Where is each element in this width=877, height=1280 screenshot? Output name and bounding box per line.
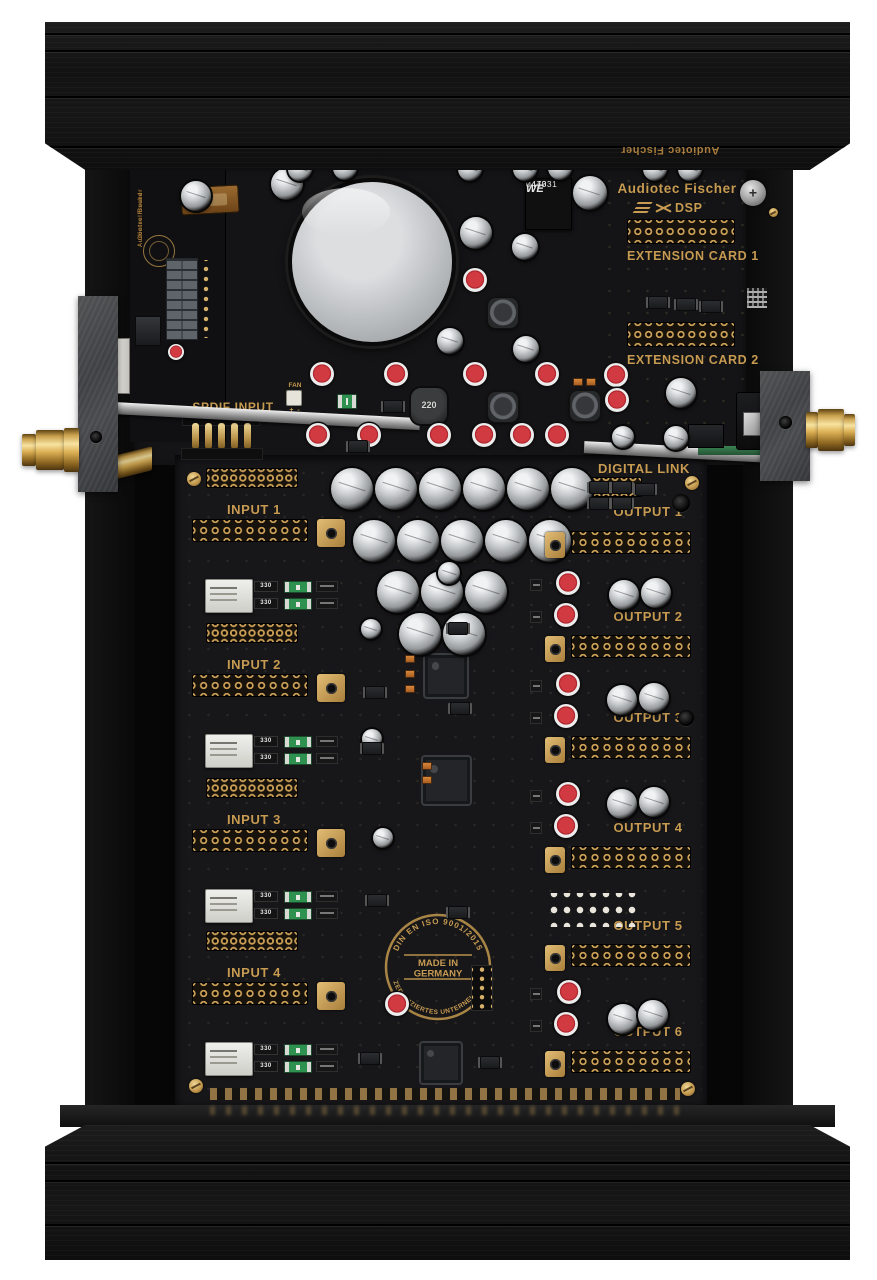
- rca-jack-left-tip: [22, 434, 36, 466]
- heatsink-groove: [45, 96, 850, 98]
- inductor-220-label: 220: [421, 400, 437, 410]
- left-rca-bracket: [78, 296, 118, 492]
- output-6-label: OUTPUT 6: [613, 1024, 683, 1039]
- connector-pin: [192, 423, 199, 449]
- io-board-edge-pads: [210, 1088, 680, 1100]
- fan-label: FAN: [288, 382, 302, 389]
- bottom-heatsink: [45, 1125, 850, 1260]
- output-2-label: OUTPUT 2: [613, 609, 683, 624]
- mini-made-in-germany-stamp: [143, 235, 175, 267]
- mini-stamp-inner: [149, 241, 169, 261]
- fan-connector: [286, 390, 302, 406]
- board-reflection: [210, 1106, 680, 1115]
- output-3-label: OUTPUT 3: [613, 710, 683, 725]
- rca-jack-right-base: [806, 412, 818, 448]
- top-heatsink: [45, 22, 850, 170]
- heatsink-groove: [45, 33, 850, 35]
- we-logo: WE: [526, 183, 544, 195]
- white-wire-connector: [116, 338, 130, 394]
- control-board-name-label: Control Board: [138, 191, 144, 241]
- connector-pin: [231, 423, 238, 449]
- fan-polarity-label: + -: [289, 407, 301, 414]
- inductor-part-number2: 0470: [526, 179, 547, 189]
- svg-text:DIN EN ISO 9001/2015: DIN EN ISO 9001/2015: [391, 917, 484, 952]
- input-3-label: INPUT 3: [226, 812, 282, 827]
- heatsink-groove: [45, 1180, 850, 1182]
- pcb-edge-green: [698, 446, 762, 455]
- heatsink-ledge-reflection: [60, 1105, 835, 1127]
- jumper-header-block: [166, 258, 198, 340]
- large-capacitor-top: [288, 178, 456, 346]
- input-4-label: INPUT 4: [226, 965, 282, 980]
- heatsink-groove: [45, 1162, 850, 1164]
- datamatrix-code: [747, 288, 767, 308]
- to252-transistor: [135, 316, 161, 346]
- spdif-connector-base: [181, 448, 263, 460]
- brand-reversed-label: Audiotec Fischer: [620, 144, 720, 156]
- output-4-label: OUTPUT 4: [613, 820, 683, 835]
- rca-jack-left-barrel: [36, 430, 64, 470]
- pin-header-2x5: [471, 965, 493, 1011]
- extension-card-1-label: EXTENSION CARD 1: [627, 249, 759, 263]
- header-pins-gold: [200, 260, 212, 338]
- dac-ic: [425, 655, 467, 697]
- rca-jack-right-barrel: [818, 409, 844, 451]
- input-1-label: INPUT 1: [226, 502, 282, 517]
- rca-jack-left-base: [64, 428, 79, 472]
- right-side-panel: [743, 160, 793, 1110]
- input-2-label: INPUT 2: [226, 657, 282, 672]
- connector-pin: [244, 423, 251, 449]
- connector-pin: [218, 423, 225, 449]
- bracket-hole: [90, 431, 102, 443]
- stamp-arc-top: DIN EN ISO 9001/2015: [391, 917, 483, 952]
- mcu-ic: [421, 1043, 461, 1083]
- stamp-line2: GERMANY: [414, 969, 463, 980]
- we-power-inductor: WE 744331 0470: [525, 178, 572, 230]
- logo-dsp-label: DSP: [675, 201, 703, 215]
- output-1-label: OUTPUT 1: [613, 504, 683, 519]
- af-logo-icon: [632, 201, 675, 215]
- blade-fuse: [180, 184, 240, 216]
- stamp-line1: MADE IN: [418, 958, 458, 969]
- heatsink-groove: [45, 146, 850, 148]
- rca-jack-right-tip: [844, 414, 855, 446]
- brand-label: Audiotec Fischer: [617, 181, 737, 196]
- heatsink-groove: [45, 1224, 850, 1226]
- dsp-ic: [423, 757, 470, 804]
- heatsink-brush-texture: [45, 1125, 850, 1260]
- digital-link-label: DIGITAL LINK: [598, 461, 690, 476]
- af-logo-bar: [636, 202, 653, 205]
- bracket-texture: [78, 296, 118, 492]
- pulse-transformer: [688, 424, 724, 448]
- connector-pin: [205, 423, 212, 449]
- extension-card-2-label: EXTENSION CARD 2: [627, 353, 759, 367]
- bracket-hole: [779, 416, 792, 429]
- inductor-part-number: 744331: [526, 179, 558, 189]
- unpopulated-pads: [546, 893, 640, 927]
- heatsink-groove: [45, 50, 850, 52]
- af-logo-bar: [634, 206, 651, 209]
